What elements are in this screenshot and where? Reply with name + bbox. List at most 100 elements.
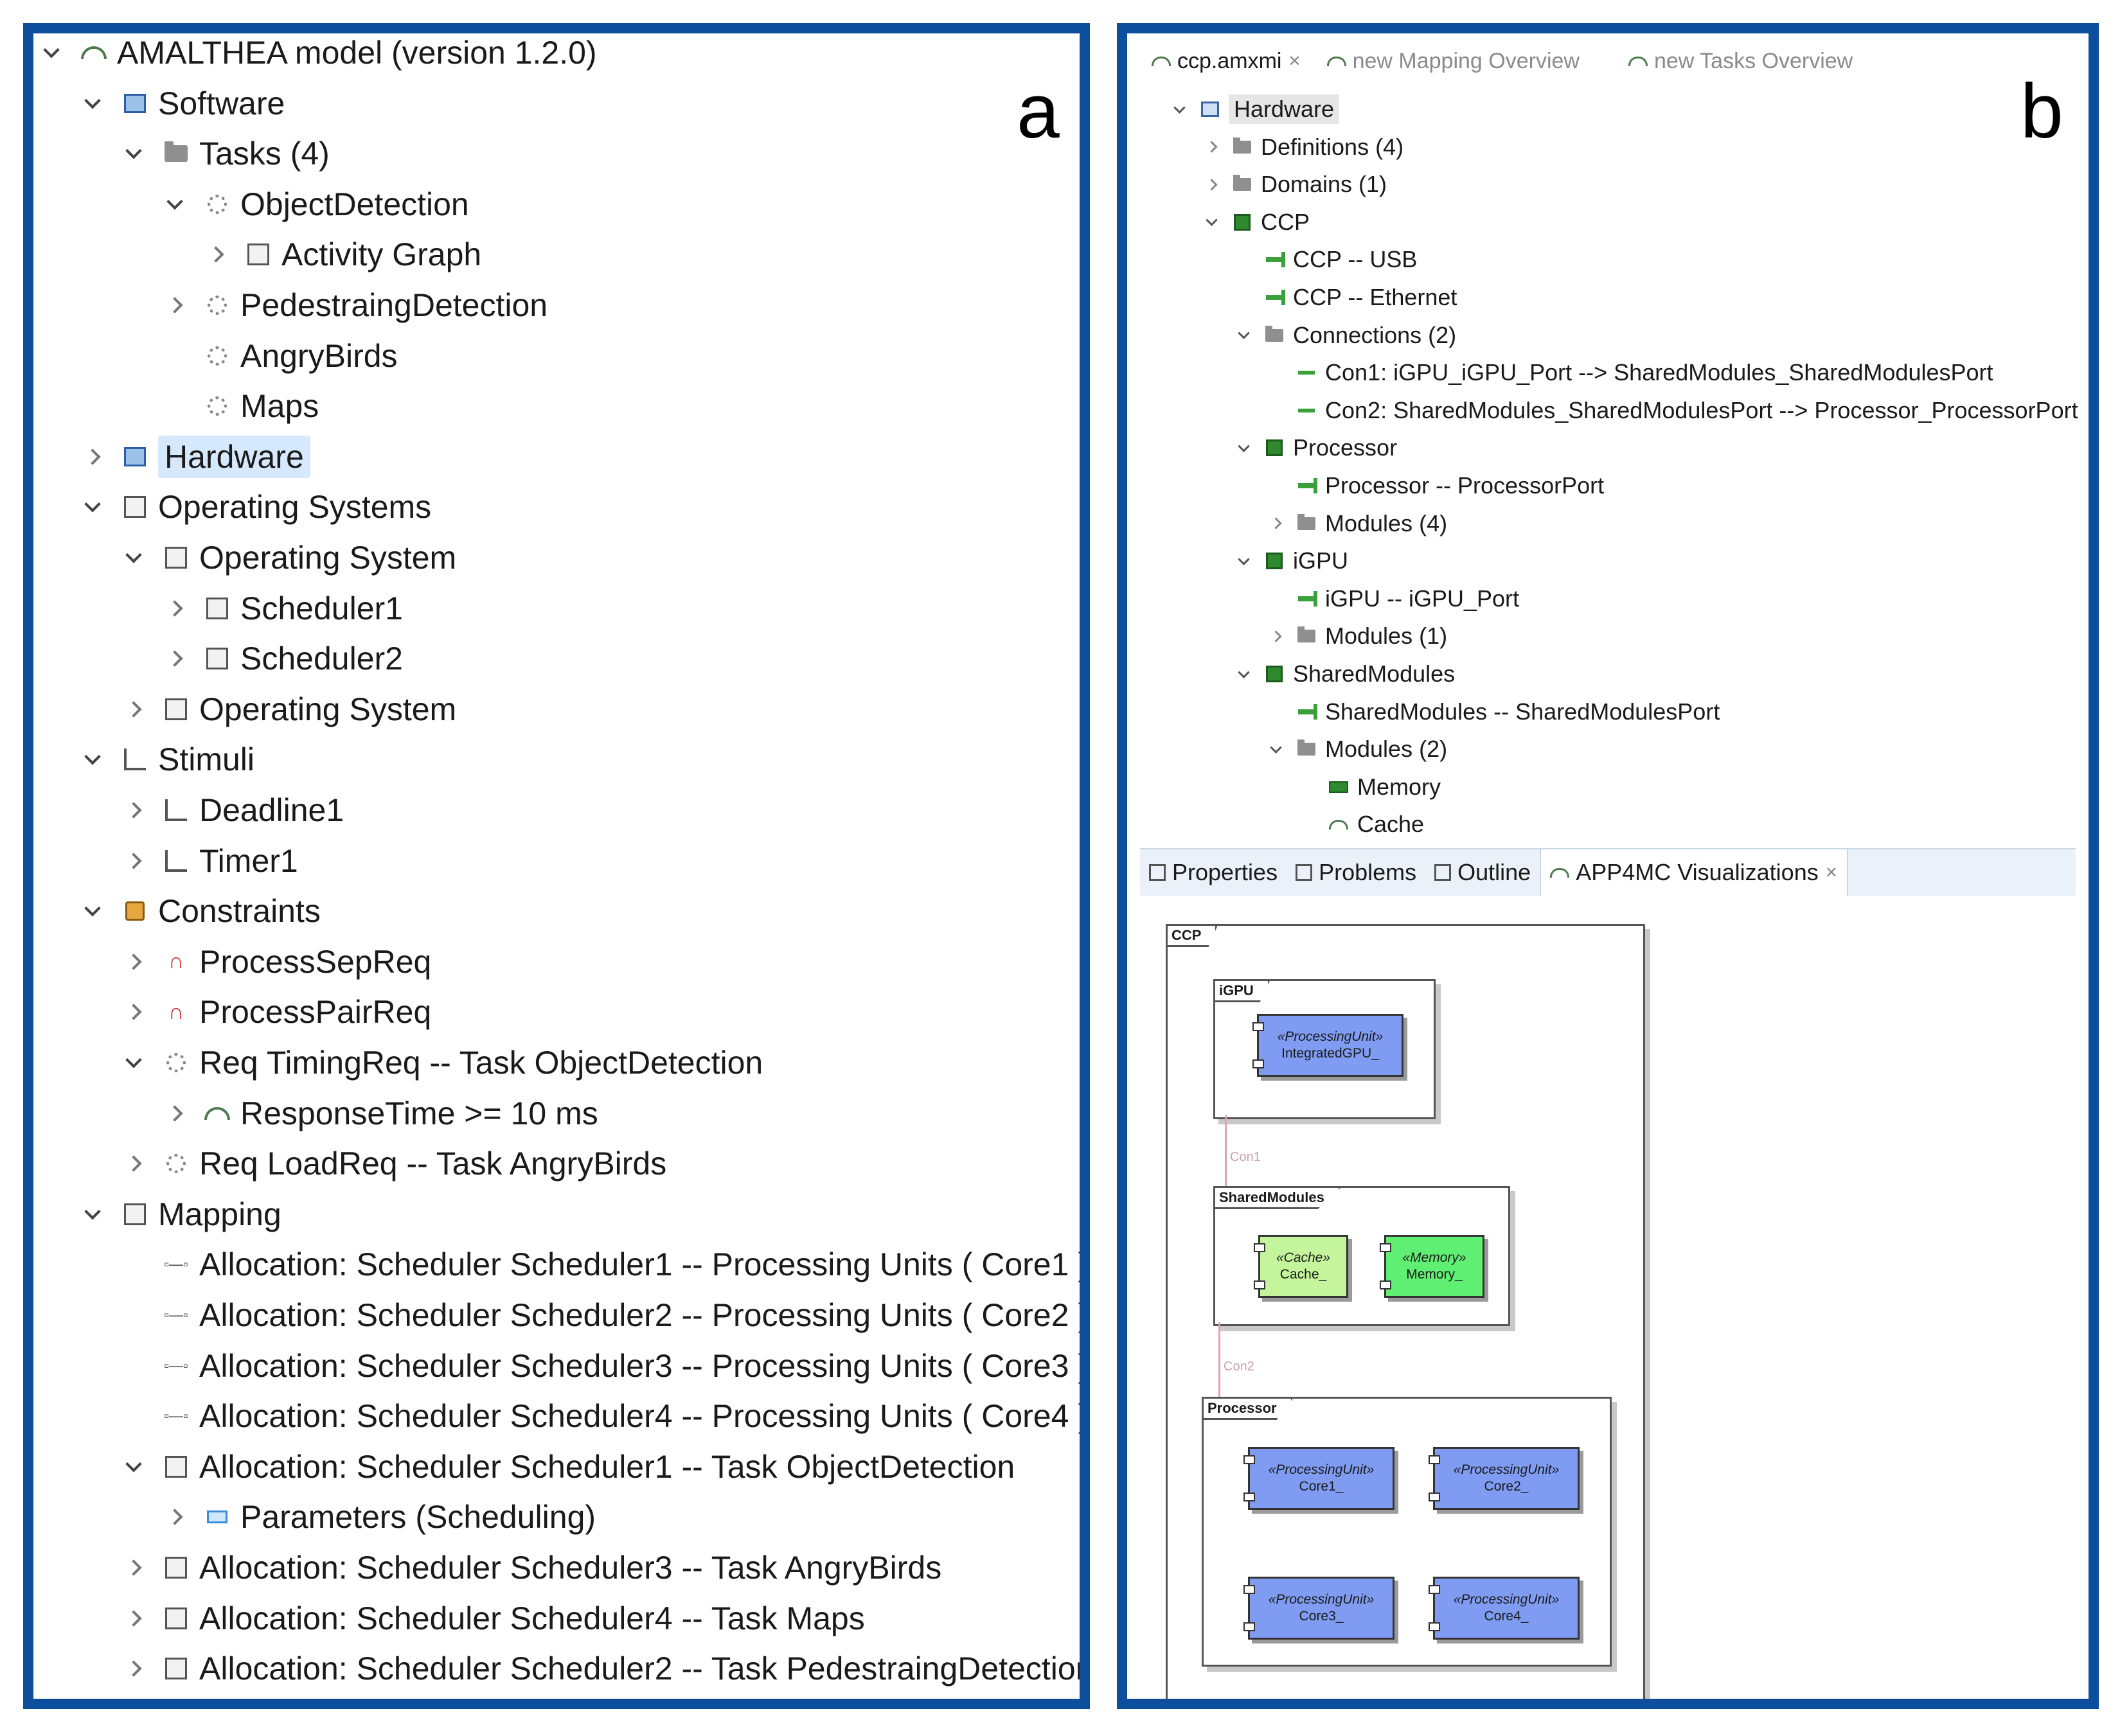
- expand-chevron-icon[interactable]: [203, 242, 229, 267]
- tree-item[interactable]: Hardware: [80, 431, 310, 483]
- collapse-chevron-icon[interactable]: [80, 898, 105, 924]
- tree-item[interactable]: Memory: [1298, 769, 1441, 805]
- collapse-chevron-icon[interactable]: [80, 1201, 105, 1227]
- tree-item[interactable]: AMALTHEA model (version 1.2.0): [39, 33, 597, 78]
- core3-unit[interactable]: «ProcessingUnit» Core3_: [1243, 1577, 1394, 1640]
- tree-item[interactable]: Processor: [1234, 430, 1397, 466]
- expand-chevron-icon[interactable]: [162, 292, 188, 318]
- expand-chevron-icon[interactable]: [121, 797, 147, 823]
- collapse-chevron-icon[interactable]: [162, 191, 188, 217]
- core1-unit[interactable]: «ProcessingUnit» Core1_: [1243, 1447, 1394, 1510]
- tree-item[interactable]: SharedModules -- SharedModulesPort: [1266, 694, 1720, 730]
- expand-chevron-icon[interactable]: [1202, 175, 1221, 194]
- tree-item[interactable]: Modules (1): [1266, 618, 1447, 654]
- expand-chevron-icon[interactable]: [162, 1101, 188, 1126]
- memory-unit[interactable]: «Memory» Memory_: [1380, 1235, 1484, 1298]
- tree-item[interactable]: ∩ProcessSepReq: [121, 936, 431, 988]
- tree-item[interactable]: ▫—▫Allocation: Scheduler Scheduler3 -- P…: [121, 1340, 1080, 1392]
- tree-item[interactable]: Stimuli: [80, 734, 254, 785]
- tree-item[interactable]: ▫—▫Allocation: Scheduler Scheduler4 -- P…: [121, 1390, 1080, 1442]
- expand-chevron-icon[interactable]: [121, 1606, 147, 1631]
- collapse-chevron-icon[interactable]: [1170, 100, 1189, 119]
- tree-item[interactable]: Scheduler1: [162, 583, 403, 634]
- expand-chevron-icon[interactable]: [162, 1504, 188, 1530]
- tree-item[interactable]: AngryBirds: [162, 330, 398, 382]
- collapse-chevron-icon[interactable]: [121, 1050, 147, 1076]
- view-tab[interactable]: Problems: [1287, 849, 1425, 896]
- tree-item[interactable]: Maps: [162, 380, 319, 432]
- tree-item[interactable]: iGPU -- iGPU_Port: [1266, 581, 1519, 617]
- tree-item[interactable]: Domains (1): [1202, 166, 1387, 202]
- tree-item[interactable]: Timer1: [121, 835, 298, 887]
- tree-item[interactable]: Scheduler2: [162, 633, 403, 684]
- tree-item[interactable]: Con2: SharedModules_SharedModulesPort --…: [1266, 393, 2078, 429]
- editor-tab[interactable]: new Mapping Overview: [1315, 42, 1591, 80]
- tree-item[interactable]: Con1: iGPU_iGPU_Port --> SharedModules_S…: [1266, 355, 1993, 391]
- tree-item[interactable]: CCP -- Ethernet: [1234, 279, 1457, 315]
- tree-item[interactable]: Parameters (Scheduling): [162, 1491, 596, 1543]
- tree-item[interactable]: Allocation: Scheduler Scheduler3 -- Task…: [121, 1542, 941, 1593]
- tree-item[interactable]: Modules (4): [1266, 506, 1447, 542]
- expand-chevron-icon[interactable]: [121, 696, 147, 722]
- tree-item[interactable]: Constraints: [80, 885, 321, 937]
- tree-item[interactable]: Modules (2): [1266, 731, 1447, 767]
- view-tab[interactable]: Properties: [1140, 849, 1287, 896]
- expand-chevron-icon[interactable]: [121, 1151, 147, 1176]
- core2-unit[interactable]: «ProcessingUnit» Core2_: [1429, 1447, 1580, 1510]
- tree-item[interactable]: Allocation: Scheduler Scheduler4 -- Task…: [121, 1593, 865, 1644]
- collapse-chevron-icon[interactable]: [39, 40, 64, 66]
- tree-item[interactable]: Mapping: [80, 1189, 281, 1240]
- expand-chevron-icon[interactable]: [1266, 514, 1285, 533]
- tree-item[interactable]: CCP: [1202, 204, 1310, 240]
- collapse-chevron-icon[interactable]: [1234, 664, 1253, 684]
- collapse-chevron-icon[interactable]: [1202, 213, 1221, 232]
- collapse-chevron-icon[interactable]: [121, 545, 147, 571]
- expand-chevron-icon[interactable]: [121, 1656, 147, 1681]
- tree-item[interactable]: Hardware: [1170, 91, 1340, 127]
- tree-item[interactable]: ObjectDetection: [162, 179, 469, 230]
- tree-item[interactable]: iGPU: [1234, 543, 1348, 579]
- tree-item[interactable]: Software: [80, 78, 285, 129]
- collapse-chevron-icon[interactable]: [1234, 326, 1253, 345]
- tree-item[interactable]: SharedModules: [1234, 656, 1455, 692]
- integrated-gpu-unit[interactable]: «ProcessingUnit» IntegratedGPU_: [1252, 1014, 1403, 1077]
- collapse-chevron-icon[interactable]: [80, 91, 105, 116]
- tree-item[interactable]: Connections (2): [1234, 317, 1456, 353]
- collapse-chevron-icon[interactable]: [1266, 740, 1285, 759]
- tree-item[interactable]: ▫—▫Allocation: Scheduler Scheduler2 -- P…: [121, 1289, 1080, 1341]
- close-view-icon[interactable]: ✕: [1824, 864, 1838, 881]
- tree-item[interactable]: Deadline1: [121, 784, 344, 836]
- tree-item[interactable]: ∩ProcessPairReq: [121, 986, 431, 1038]
- tree-item[interactable]: Definitions (4): [1202, 129, 1403, 165]
- expand-chevron-icon[interactable]: [121, 999, 147, 1025]
- tree-item[interactable]: ResponseTime >= 10 ms: [162, 1088, 598, 1139]
- expand-chevron-icon[interactable]: [121, 949, 147, 975]
- tree-item[interactable]: ▫—▫Allocation: Scheduler Scheduler1 -- P…: [121, 1239, 1080, 1290]
- tree-item[interactable]: Req TimingReq -- Task ObjectDetection: [121, 1037, 763, 1088]
- view-tab[interactable]: Outline: [1425, 849, 1540, 896]
- tree-item[interactable]: Operating System: [121, 684, 456, 735]
- collapse-chevron-icon[interactable]: [121, 141, 147, 166]
- view-tab[interactable]: APP4MC Visualizations✕: [1540, 849, 1848, 896]
- tree-item[interactable]: Allocation: Scheduler Scheduler1 -- Task…: [121, 1441, 1015, 1492]
- expand-chevron-icon[interactable]: [162, 596, 188, 621]
- collapse-chevron-icon[interactable]: [1234, 551, 1253, 571]
- cache-unit[interactable]: «Cache» Cache_: [1254, 1235, 1348, 1298]
- collapse-chevron-icon[interactable]: [80, 494, 105, 520]
- collapse-chevron-icon[interactable]: [1234, 438, 1253, 457]
- tree-item[interactable]: Operating System: [121, 532, 456, 583]
- expand-chevron-icon[interactable]: [121, 1555, 147, 1581]
- collapse-chevron-icon[interactable]: [80, 747, 105, 772]
- tree-item[interactable]: Tasks (4): [121, 128, 330, 179]
- tree-item[interactable]: Processor -- ProcessorPort: [1266, 468, 1604, 504]
- tree-item[interactable]: PedestraingDetection: [162, 279, 548, 331]
- expand-chevron-icon[interactable]: [162, 646, 188, 671]
- close-tab-icon[interactable]: ✕: [1288, 52, 1301, 70]
- tree-item[interactable]: Allocation: Scheduler Scheduler2 -- Task…: [121, 1643, 1080, 1694]
- expand-chevron-icon[interactable]: [121, 848, 147, 874]
- expand-chevron-icon[interactable]: [1266, 626, 1285, 646]
- collapse-chevron-icon[interactable]: [121, 1454, 147, 1480]
- editor-tab[interactable]: ccp.amxmi✕: [1140, 42, 1313, 80]
- core4-unit[interactable]: «ProcessingUnit» Core4_: [1429, 1577, 1580, 1640]
- tree-item[interactable]: Req LoadReq -- Task AngryBirds: [121, 1138, 666, 1189]
